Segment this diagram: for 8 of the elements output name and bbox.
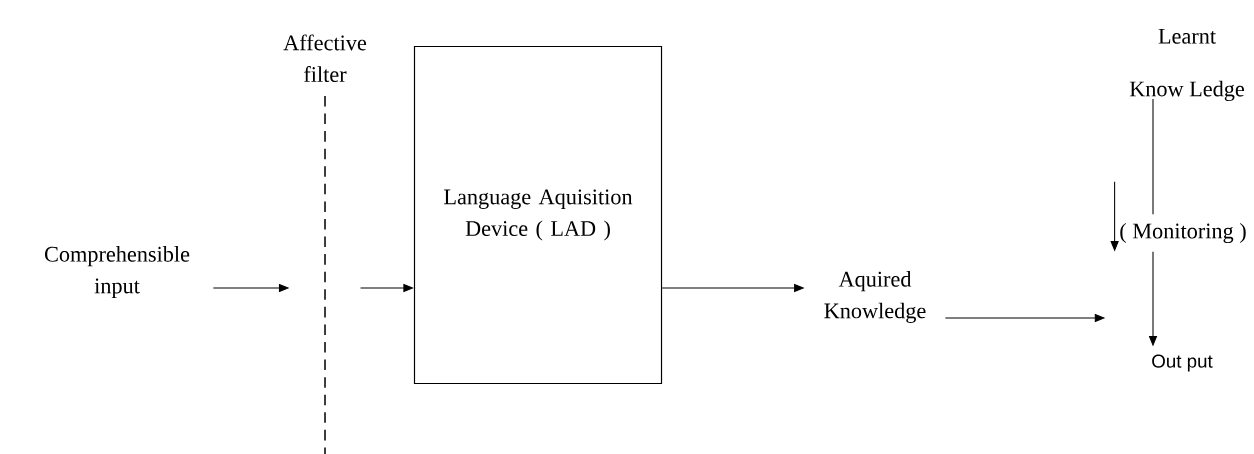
affective-filter: Affective filter (283, 34, 367, 454)
text-label: Comprehensible input (45, 246, 190, 298)
process-box: Language Aquisition Device ( LAD ) (413, 45, 663, 385)
connector-line (1152, 98, 1154, 215)
text-label: ( Monitoring ) (1120, 222, 1246, 244)
text-label: Out put (1152, 354, 1213, 372)
text-label: Learnt Know Ledge (1129, 28, 1245, 102)
text-label: Aquired Knowledge (824, 271, 926, 323)
